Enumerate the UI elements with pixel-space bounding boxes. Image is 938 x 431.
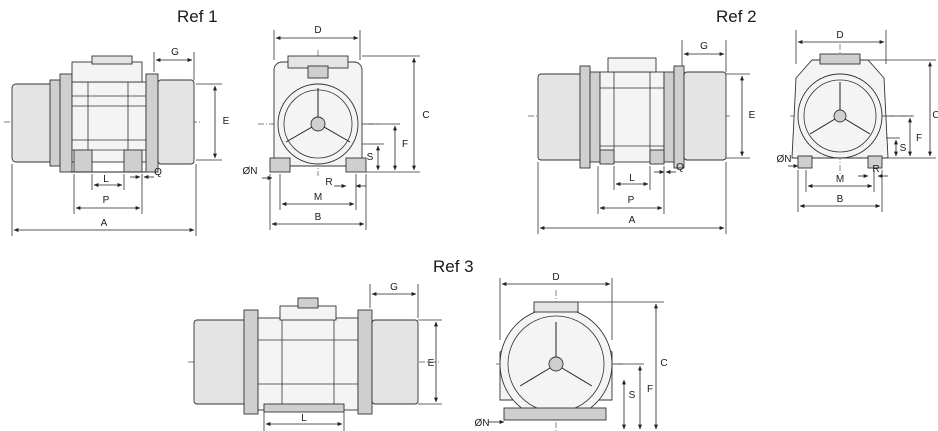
ref2-dim-Q: Q	[676, 162, 684, 173]
ref1-dim-E: E	[223, 116, 230, 127]
ref1-dim-D: D	[314, 25, 321, 36]
ref2-dim-A: A	[629, 215, 636, 226]
ref1-dim-S: S	[367, 152, 374, 163]
ref1-dim-P: P	[103, 195, 110, 206]
ref3-front-dimensions: D C F S ØN	[475, 272, 668, 430]
ref2-dim-L: L	[629, 173, 635, 184]
ref2-dim-B: B	[837, 194, 844, 205]
ref2-title: Ref 2	[716, 7, 757, 26]
ref2-front-view	[790, 44, 912, 176]
ref3-dim-E: E	[428, 358, 435, 369]
ref2-dim-C: C	[932, 110, 938, 121]
ref1-dim-Q: Q	[154, 167, 162, 178]
ref1-dim-C: C	[422, 110, 429, 121]
ref3-side-view	[188, 297, 440, 415]
ref1-dim-G: G	[171, 47, 179, 58]
ref3-dim-C: C	[660, 358, 667, 369]
ref1-front-dimensions: D C F S B M R ØN	[243, 25, 430, 230]
ref1-title: Ref 1	[177, 7, 218, 26]
ref2-dim-R: R	[872, 164, 879, 175]
ref2-side-view	[528, 57, 730, 169]
ref1-dim-A: A	[101, 218, 108, 229]
ref2-dim-P: P	[628, 195, 635, 206]
ref1-dim-M: M	[314, 192, 322, 203]
ref1-dim-R: R	[325, 177, 332, 188]
ref1-dim-N: ØN	[243, 166, 258, 177]
ref3-dim-L: L	[301, 413, 307, 424]
ref3-dim-D: D	[552, 272, 559, 283]
ref3-dim-G: G	[390, 282, 398, 293]
ref1-dim-B: B	[315, 212, 322, 223]
ref2-side-dimensions: A G E P L Q	[537, 40, 756, 234]
ref2-dim-S: S	[900, 143, 907, 154]
ref1-dim-F: F	[402, 139, 408, 150]
ref1-side-dimensions: A G E P L Q	[11, 47, 230, 236]
ref1-side-view	[4, 55, 200, 173]
ref2-dim-G: G	[700, 41, 708, 52]
ref3-dim-F: F	[647, 384, 653, 395]
ref1-dim-L: L	[103, 174, 109, 185]
ref2-dim-N: ØN	[777, 154, 792, 165]
ref2-dim-E: E	[749, 110, 756, 121]
ref3-dim-N: ØN	[475, 418, 490, 429]
ref3-front-view	[496, 290, 624, 431]
ref3-title: Ref 3	[433, 257, 474, 276]
ref3-dim-S: S	[629, 390, 636, 401]
ref2-dim-D: D	[836, 30, 843, 41]
ref1-front-view	[258, 50, 380, 176]
ref2-front-dimensions: D C F S B M R ØN	[777, 30, 938, 212]
ref2-dim-M: M	[836, 174, 844, 185]
ref2-dim-F: F	[916, 133, 922, 144]
ref3-side-dimensions: G E L	[263, 282, 442, 431]
